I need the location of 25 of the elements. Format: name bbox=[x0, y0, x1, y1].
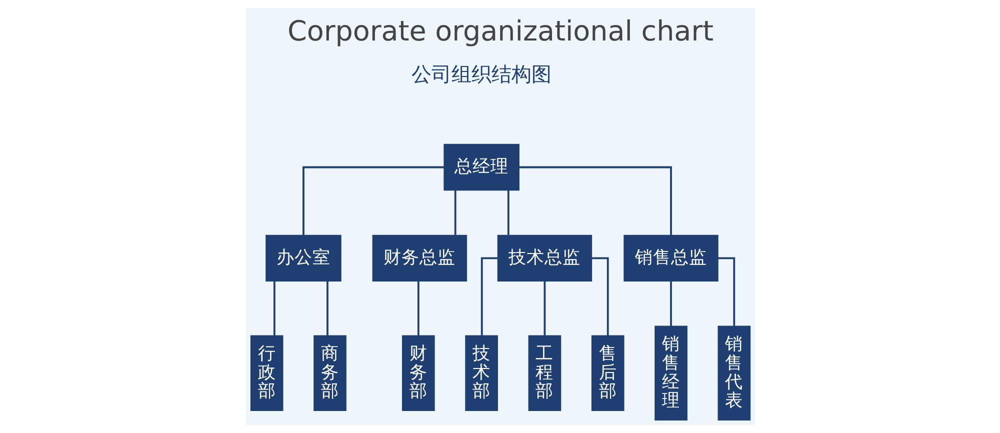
connector bbox=[506, 190, 509, 235]
node-box: 财务总监 bbox=[372, 234, 467, 282]
node-box: 商务部 bbox=[313, 335, 346, 411]
node-box: 工程部 bbox=[528, 335, 561, 411]
node-box: 销售代表 bbox=[717, 326, 750, 420]
connector bbox=[543, 281, 546, 336]
connector bbox=[454, 190, 456, 235]
node-box: 总经理 bbox=[443, 144, 519, 191]
connector bbox=[416, 281, 419, 336]
connector bbox=[670, 281, 672, 326]
connector bbox=[326, 281, 328, 336]
diagram-title: Corporate organizational chart bbox=[286, 14, 714, 48]
node-box: 技术总监 bbox=[496, 234, 592, 282]
connector bbox=[272, 281, 275, 336]
node-box: 办公室 bbox=[265, 234, 341, 282]
node-box: 销售经理 bbox=[654, 326, 687, 420]
connector bbox=[717, 257, 735, 326]
connector bbox=[302, 166, 444, 236]
node-box: 销售总监 bbox=[623, 234, 718, 282]
node-box: 售后部 bbox=[590, 335, 624, 411]
node-box: 行政部 bbox=[250, 335, 283, 411]
label: 公司组织结构图 bbox=[411, 62, 552, 86]
node-box: 技术部 bbox=[464, 335, 498, 411]
node-box: 财务部 bbox=[401, 335, 434, 411]
connector bbox=[518, 166, 672, 236]
